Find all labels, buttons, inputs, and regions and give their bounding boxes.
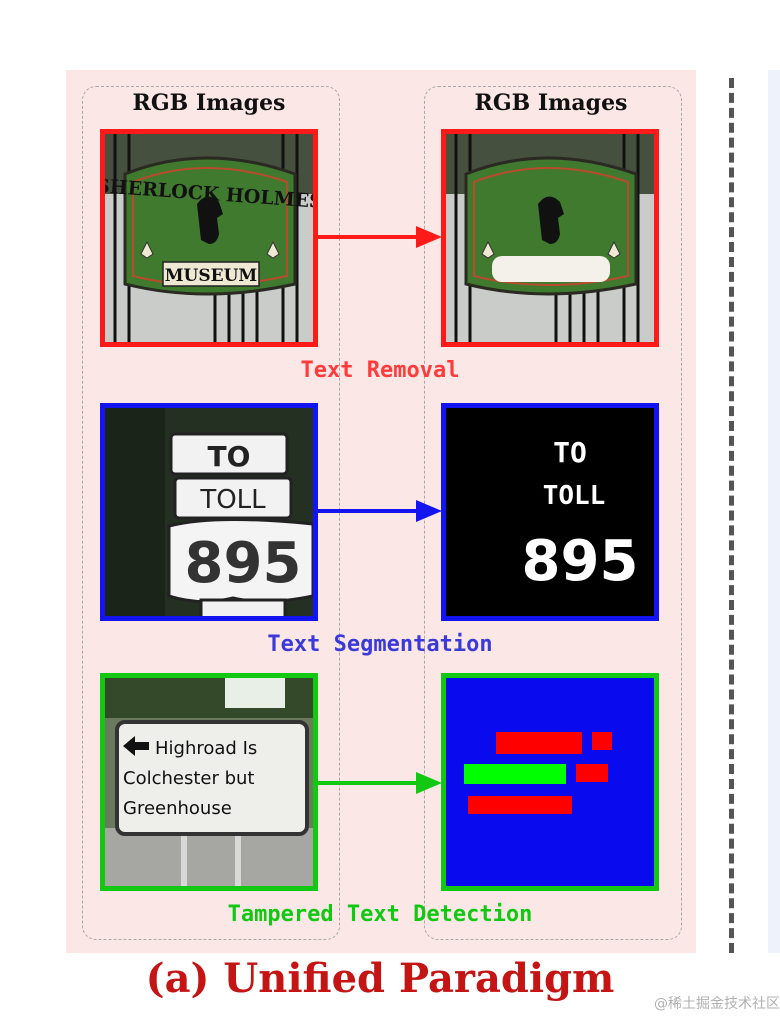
colchester-sign-text: Colchester but bbox=[123, 768, 254, 789]
watermark: @稀土掘金技术社区 bbox=[654, 996, 780, 1012]
to-sign-text: TO bbox=[208, 440, 251, 473]
tampered-region-3 bbox=[576, 764, 608, 782]
mask-to-text: TO bbox=[553, 436, 587, 469]
removal-input-image: SHERLOCK HOLMES MUSEUM bbox=[100, 129, 318, 347]
route-895-text: 895 bbox=[185, 531, 302, 596]
tampered-text-detection-caption: Tampered Text Detection bbox=[227, 902, 533, 927]
greenhouse-sign-text: Greenhouse bbox=[123, 798, 232, 819]
museum-sign-text: MUSEUM bbox=[165, 266, 258, 286]
authentic-region bbox=[464, 764, 566, 784]
segmentation-mask-image: TO TOLL 895 bbox=[441, 403, 659, 621]
detection-arrow bbox=[318, 772, 442, 794]
mask-toll-text: TOLL bbox=[543, 481, 606, 511]
toll-sign-text: TOLL bbox=[199, 485, 266, 515]
adjacent-panel-edge bbox=[768, 70, 780, 953]
tampered-region-4 bbox=[468, 796, 572, 814]
tampered-region-1 bbox=[496, 732, 582, 754]
text-segmentation-caption: Text Segmentation bbox=[267, 632, 493, 657]
detection-map-image bbox=[441, 673, 659, 891]
detection-input-image: Highroad Is Colchester but Greenhouse bbox=[100, 673, 318, 891]
figure-caption: (a) Unified Paradigm bbox=[145, 955, 615, 1002]
removal-output-image bbox=[441, 129, 659, 347]
output-column-title: RGB Images bbox=[474, 90, 628, 116]
tampered-region-2 bbox=[592, 732, 612, 750]
highroad-sign-text: Highroad Is bbox=[155, 738, 257, 759]
text-removal-caption: Text Removal bbox=[300, 358, 460, 383]
removal-arrow bbox=[318, 226, 442, 248]
mask-895-text: 895 bbox=[522, 529, 639, 594]
section-divider bbox=[729, 78, 734, 953]
input-column-title: RGB Images bbox=[132, 90, 286, 116]
segmentation-input-image: TO TOLL 895 bbox=[100, 403, 318, 621]
segmentation-arrow bbox=[318, 500, 442, 522]
